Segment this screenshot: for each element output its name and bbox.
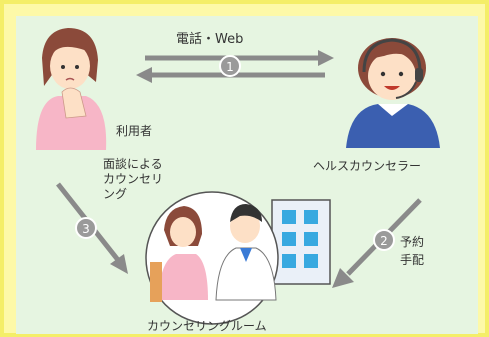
step-badge-3: 3 <box>75 217 97 239</box>
counselor-label: ヘルスカウンセラー <box>313 159 421 173</box>
counselor-person-icon <box>346 38 440 148</box>
in-person-label-line-2: カウンセリ <box>103 172 163 186</box>
in-person-label-line-1: 面談による <box>103 156 163 171</box>
booking-label-line-1: 予約 <box>400 234 424 249</box>
counseling-room-icon <box>145 191 331 325</box>
step-number-2: 2 <box>380 234 388 248</box>
step-number-1: 1 <box>226 60 234 74</box>
user-person-icon <box>36 28 107 150</box>
step-badge-2: 2 <box>373 229 395 251</box>
room-label: カウンセリングルーム <box>147 319 267 333</box>
booking-label-line-2: 手配 <box>400 253 424 267</box>
in-person-label-line-3: ング <box>103 187 127 201</box>
step-number-3: 3 <box>82 222 90 236</box>
flow-label: 電話・Web <box>176 31 243 47</box>
user-label: 利用者 <box>116 124 152 138</box>
step-badge-1: 1 <box>219 55 241 77</box>
